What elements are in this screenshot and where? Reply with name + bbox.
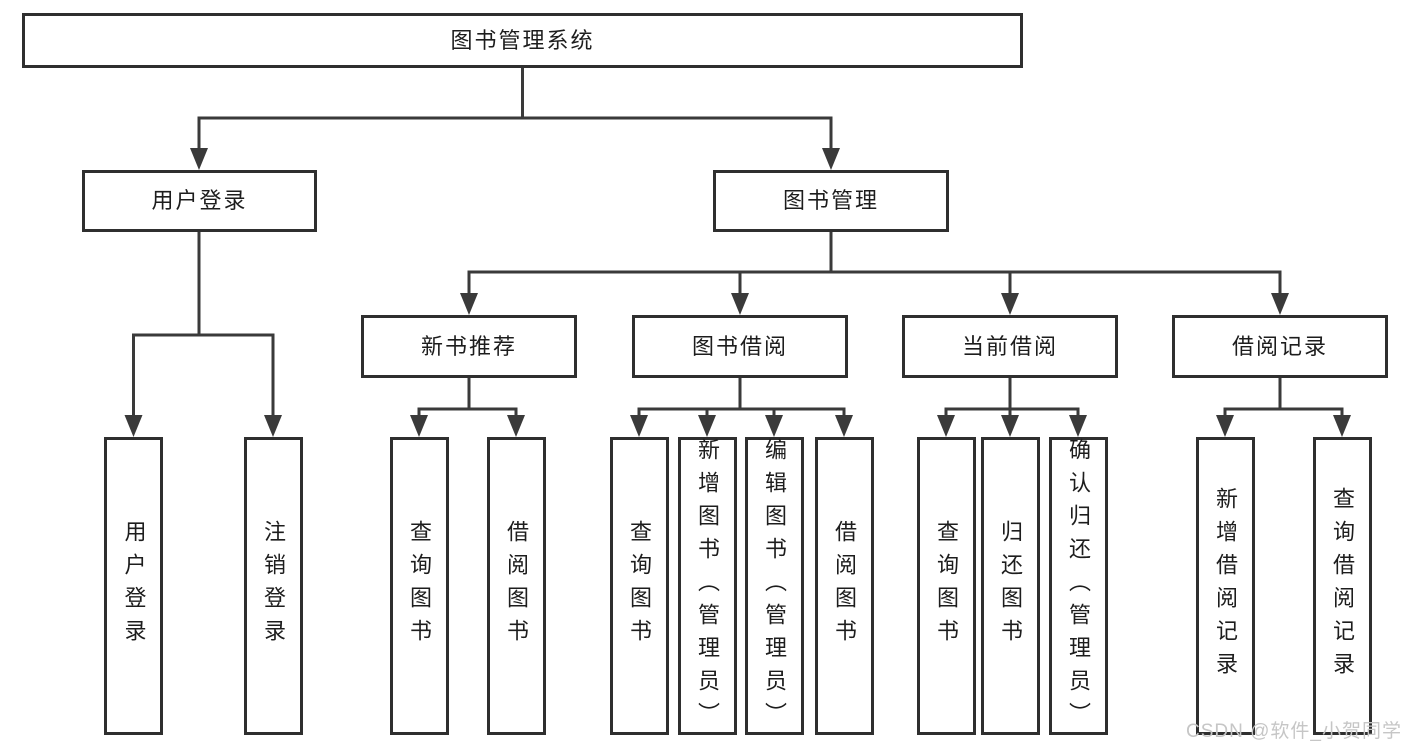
node-leaf-query-books-current: 查询图书 [916, 437, 976, 735]
node-book-borrow-label: 图书借阅 [691, 333, 788, 359]
node-user-login: 用户登录 [82, 170, 317, 232]
node-leaf-query-books-current-label: 查询图书 [934, 520, 959, 652]
node-leaf-return-books-label: 归还图书 [998, 520, 1023, 652]
node-leaf-return-books: 归还图书 [980, 437, 1040, 735]
node-leaf-query-books-borrow-label: 查询图书 [627, 520, 652, 652]
node-leaf-borrow-books-recommend-label: 借阅图书 [504, 520, 529, 652]
node-book-management-label: 图书管理 [782, 188, 879, 213]
node-leaf-user-login-label: 用户登录 [121, 520, 147, 652]
node-leaf-confirm-return-admin-label: 确认归还（管理员） [1066, 437, 1091, 735]
node-borrow-records-label: 借阅记录 [1231, 333, 1328, 359]
node-leaf-query-books-borrow: 查询图书 [609, 437, 669, 735]
arrow-down-icons [124, 148, 1351, 437]
node-leaf-borrow-books-recommend: 借阅图书 [486, 437, 546, 735]
node-book-management: 图书管理 [713, 170, 949, 232]
node-book-borrow: 图书借阅 [632, 315, 848, 378]
node-leaf-query-borrow-record: 查询借阅记录 [1312, 437, 1372, 735]
node-new-book-recommend: 新书推荐 [361, 315, 577, 378]
node-leaf-edit-books-admin-label: 编辑图书（管理员） [762, 437, 787, 735]
connector-lines [132, 68, 1344, 419]
node-leaf-add-books-admin-label: 新增图书（管理员） [695, 437, 720, 735]
node-leaf-logout: 注销登录 [243, 437, 303, 735]
node-user-login-label: 用户登录 [151, 188, 248, 213]
node-leaf-add-books-admin: 新增图书（管理员） [677, 437, 737, 735]
watermark: CSDN @软件_小贺同学 [1186, 721, 1402, 742]
node-leaf-borrow-books: 借阅图书 [814, 437, 874, 735]
node-leaf-user-login: 用户登录 [104, 437, 163, 735]
node-leaf-borrow-books-label: 借阅图书 [832, 520, 857, 652]
node-root: 图书管理系统 [22, 13, 1023, 68]
node-new-book-recommend-label: 新书推荐 [420, 333, 517, 359]
node-leaf-query-borrow-record-label: 查询借阅记录 [1330, 487, 1355, 685]
node-root-label: 图书管理系统 [450, 27, 595, 53]
node-leaf-confirm-return-admin: 确认归还（管理员） [1048, 437, 1108, 735]
node-leaf-add-borrow-record-label: 新增借阅记录 [1213, 487, 1238, 685]
node-borrow-records: 借阅记录 [1172, 315, 1388, 378]
node-leaf-logout-label: 注销登录 [261, 520, 286, 652]
node-leaf-query-books-recommend: 查询图书 [389, 437, 449, 735]
node-current-borrow: 当前借阅 [902, 315, 1118, 378]
node-current-borrow-label: 当前借阅 [961, 333, 1058, 359]
node-leaf-add-borrow-record: 新增借阅记录 [1195, 437, 1255, 735]
node-leaf-edit-books-admin: 编辑图书（管理员） [744, 437, 804, 735]
node-leaf-query-books-recommend-label: 查询图书 [407, 520, 432, 652]
